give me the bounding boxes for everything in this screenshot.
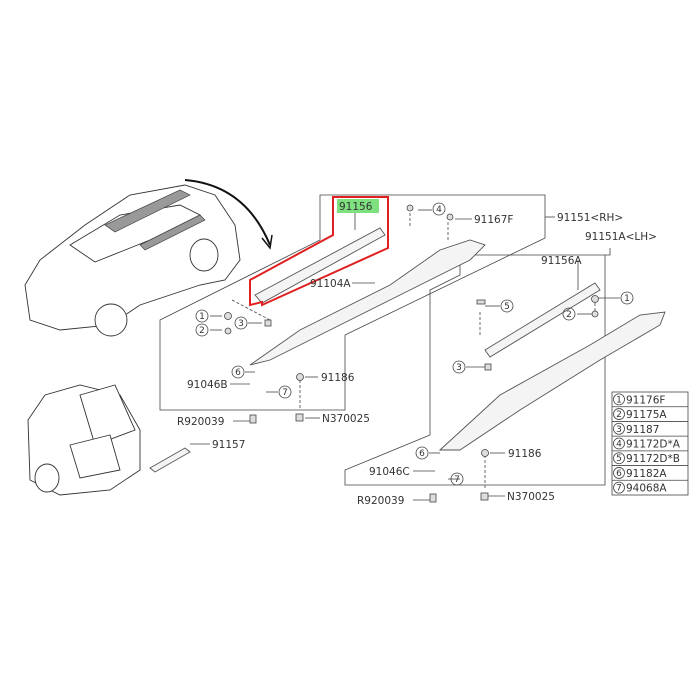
- part-label-91046b: 91046B: [187, 379, 228, 391]
- svg-text:4: 4: [436, 205, 442, 215]
- legend-part-number: 91172D*B: [626, 453, 680, 465]
- part-label-r920039-lh: R920039: [357, 495, 404, 507]
- legend-number: 3: [616, 425, 622, 435]
- legend-row: 4 91172D*A: [612, 435, 688, 451]
- part-label-91156a: 91156A: [541, 255, 582, 267]
- callout-3-lh: 3: [452, 360, 466, 374]
- vehicle-illustration: [24, 179, 273, 337]
- fasteners: [224, 204, 599, 503]
- callout-7-lh: 7: [450, 472, 464, 486]
- legend-row: 1 91176F: [613, 393, 665, 406]
- part-label-91151-rh: 91151<RH>: [557, 212, 623, 224]
- part-label-n370025-lh: N370025: [507, 491, 555, 503]
- highlight-91156: [337, 199, 379, 213]
- legend-number-circle: [613, 408, 625, 420]
- svg-text:6: 6: [235, 368, 241, 378]
- svg-text:5: 5: [504, 302, 510, 312]
- legend-number-circle: [613, 481, 625, 494]
- legend-number-circle: [613, 467, 625, 479]
- callout-7-rh: 7: [278, 385, 292, 399]
- highlight-callout-box: [249, 196, 389, 307]
- legend-number: 5: [616, 454, 622, 464]
- lh-group-outline: [344, 248, 611, 486]
- leader-lines: [190, 209, 620, 501]
- svg-text:2: 2: [566, 310, 572, 320]
- callout-4: 4: [432, 202, 446, 216]
- legend-row: 7 94068A: [612, 479, 688, 495]
- svg-text:1: 1: [199, 312, 205, 322]
- part-label-91167f: 91167F: [474, 214, 513, 226]
- svg-text:3: 3: [456, 363, 462, 373]
- callout-3-rh: 3: [234, 316, 248, 330]
- legend-number-circle: [613, 422, 625, 435]
- callout-2-rh: 2: [195, 323, 209, 337]
- part-label-91156: 91156: [339, 201, 373, 213]
- callout-5: 5: [500, 299, 514, 313]
- svg-text:1: 1: [624, 294, 630, 304]
- legend-number: 4: [616, 440, 622, 450]
- part-label-91186-rh: 91186: [321, 372, 355, 384]
- legend-number-circle: [613, 393, 625, 406]
- legend-row: 6 91182A: [612, 465, 688, 480]
- svg-text:7: 7: [282, 388, 288, 398]
- part-91157-shape: [149, 447, 191, 473]
- legend-part-number: 91176F: [626, 394, 665, 406]
- part-label-91157: 91157: [212, 439, 245, 451]
- legend-row: 5 91172D*B: [612, 450, 688, 465]
- roof-rail-rh: [249, 239, 486, 366]
- part-label-91104a: 91104A: [310, 278, 351, 290]
- svg-text:3: 3: [238, 319, 244, 329]
- vehicle-rear-illustration: [27, 384, 141, 496]
- legend-row: 3 91187: [612, 421, 688, 436]
- callout-1-rh: 1: [195, 309, 209, 323]
- rail-cover-91156a: [484, 282, 601, 358]
- callout-6-lh: 6: [415, 446, 429, 460]
- part-label-91151a-lh: 91151A<LH>: [585, 231, 657, 243]
- legend-number-circle: [613, 452, 625, 465]
- callout-1-lh: 1: [620, 291, 634, 305]
- rh-group-outline: [159, 194, 546, 411]
- part-label-n370025-rh: N370025: [322, 413, 370, 425]
- legend-row: 2 91175A: [612, 406, 688, 421]
- callout-6-rh: 6: [231, 365, 245, 379]
- part-label-91186-lh: 91186: [508, 448, 542, 460]
- svg-text:6: 6: [419, 449, 425, 459]
- legend-number: 6: [616, 469, 622, 479]
- legend-part-number: 91182A: [626, 468, 667, 480]
- legend-number: 2: [616, 410, 622, 420]
- roof-rail-lh: [438, 311, 666, 451]
- part-label-91046c: 91046C: [369, 466, 410, 478]
- callout-2-lh: 2: [562, 307, 576, 321]
- legend-number-circle: [613, 437, 625, 450]
- legend-number: 7: [616, 484, 622, 494]
- part-label-r920039-rh: R920039: [177, 416, 224, 428]
- svg-text:7: 7: [454, 475, 460, 485]
- legend-part-number: 91172D*A: [626, 439, 681, 451]
- legend-part-number: 91187: [626, 424, 659, 436]
- legend-part-number: 94068A: [626, 483, 667, 495]
- legend-part-number: 91175A: [626, 409, 667, 421]
- rail-cover-91156: [254, 227, 386, 304]
- svg-text:2: 2: [199, 326, 205, 336]
- legend-number: 1: [616, 395, 622, 405]
